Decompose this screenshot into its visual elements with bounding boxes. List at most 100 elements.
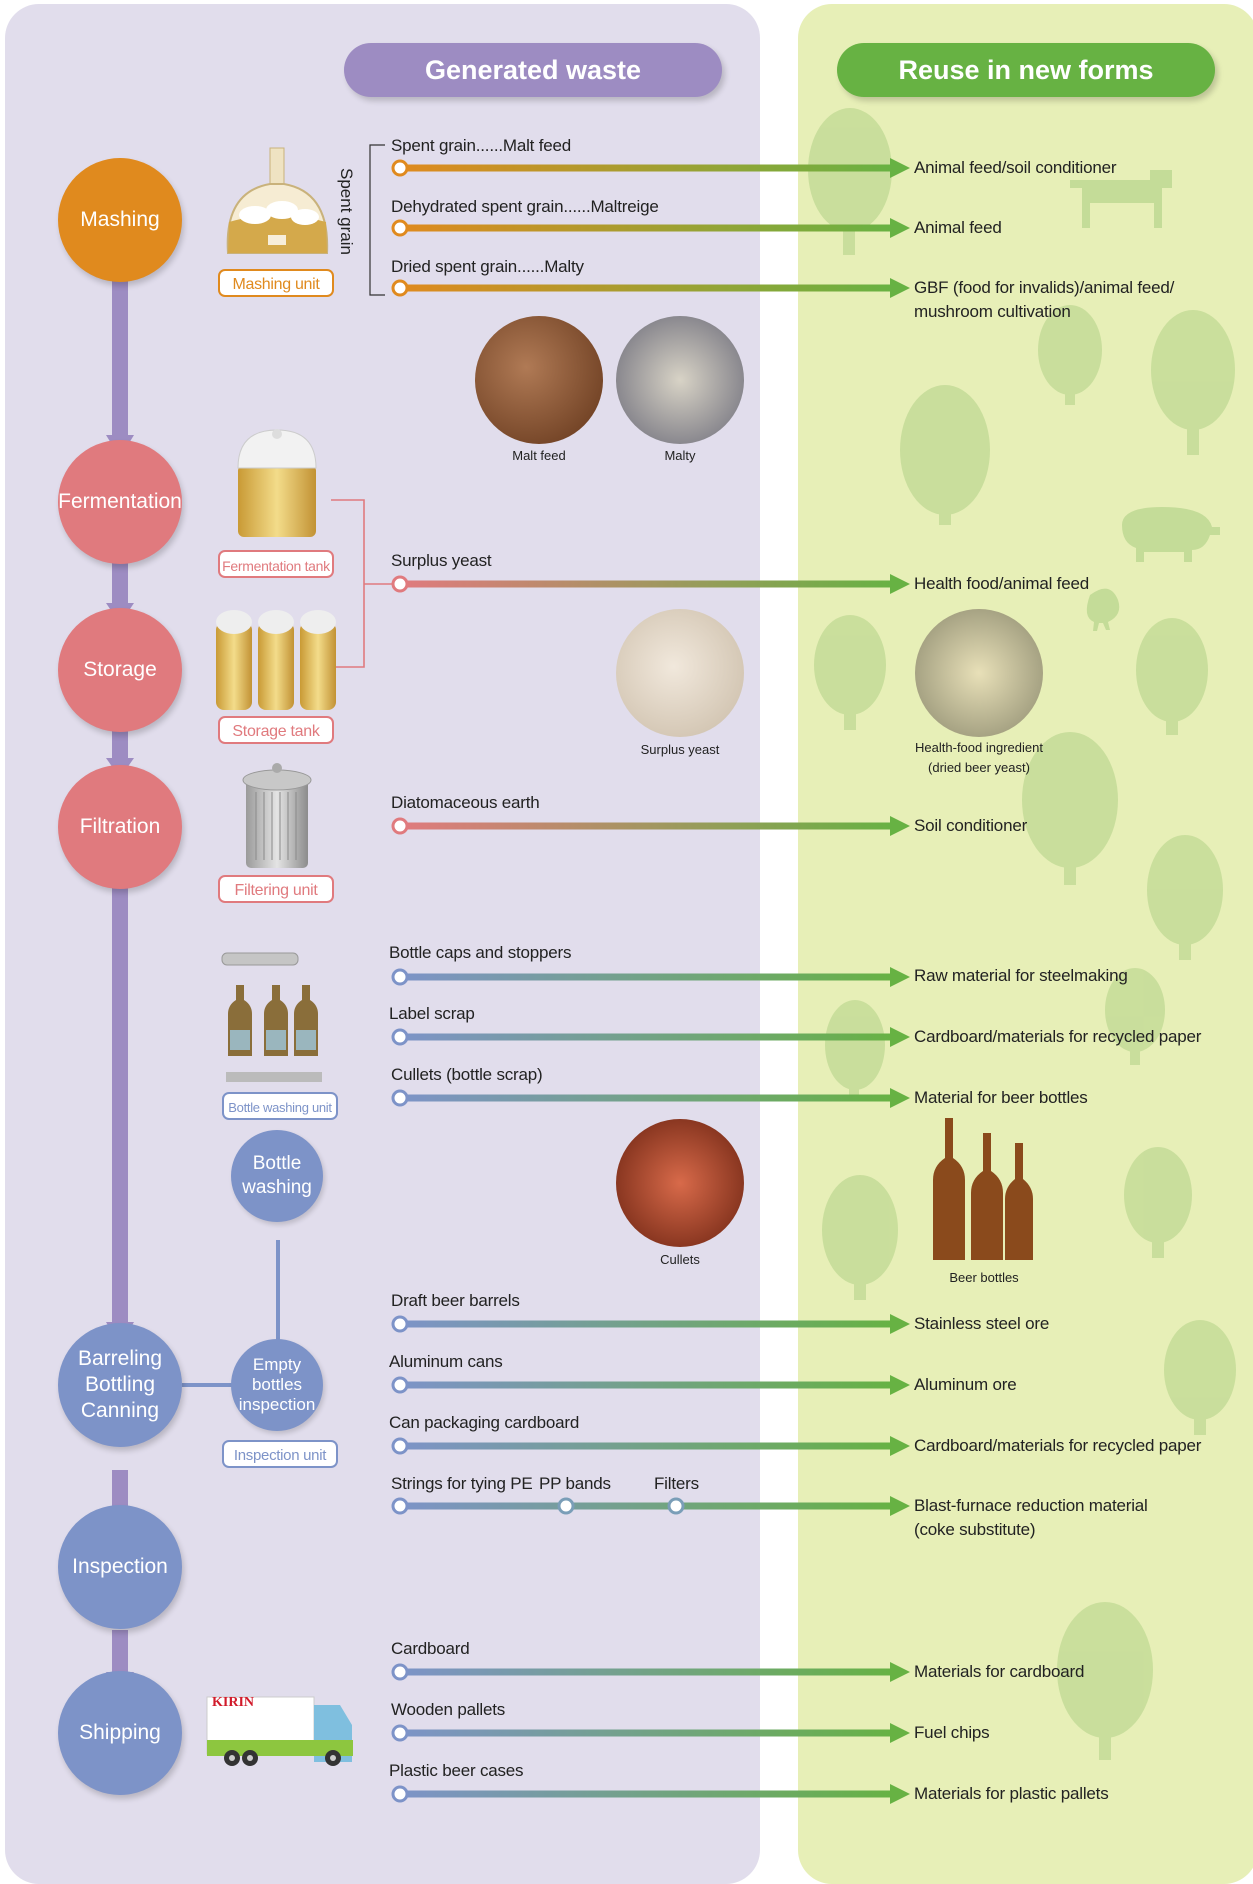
flow-start-dot <box>391 1376 409 1394</box>
caption-surplus-yeast: Surplus yeast <box>640 742 720 757</box>
reuse-materials-for-cardboard: Materials for cardboard <box>914 1662 1085 1681</box>
flow-arrow-line <box>400 580 895 588</box>
tree-decorations <box>808 108 1236 1760</box>
flow-arrow-line <box>400 224 895 232</box>
flow-arrow-head <box>890 574 910 594</box>
flow-arrow-head <box>890 967 910 987</box>
stage-shipping: Shipping <box>58 1671 182 1795</box>
health-food-photo <box>915 609 1043 737</box>
stage-filtration: Filtration <box>58 765 182 889</box>
flow-arrow-head <box>890 218 910 238</box>
beer-bottles-photo <box>933 1118 1033 1260</box>
flow-arrow-line <box>400 1094 895 1102</box>
flow-arrow-line <box>400 284 895 292</box>
stage-inspection: Inspection <box>58 1505 182 1629</box>
flow-start-dot <box>391 219 409 237</box>
flow-arrow-head <box>890 1784 910 1804</box>
waste-to-reuse-arrows <box>391 158 910 1804</box>
stage-storage: Storage <box>58 608 182 732</box>
flow-arrow-head <box>890 1436 910 1456</box>
kirin-truck-icon <box>206 1696 353 1766</box>
reuse-health-food: Health food/animal feed <box>914 574 1089 593</box>
unit-label-filtering: Filtering unit <box>218 875 334 903</box>
waste-cardboard: Cardboard <box>391 1639 470 1658</box>
flow-arrow-head <box>890 1723 910 1743</box>
reuse-aluminum-ore: Aluminum ore <box>914 1375 1017 1394</box>
flow-arrow-line <box>400 822 895 830</box>
spent-grain-label: Spent grain <box>337 168 356 255</box>
yeast-connector <box>331 499 400 668</box>
surplus-yeast-photo <box>616 609 744 737</box>
waste-cullets: Cullets (bottle scrap) <box>391 1065 543 1084</box>
reuse-recycled-paper-1: Cardboard/materials for recycled paper <box>914 1027 1202 1046</box>
flow-arrow-head <box>890 1662 910 1682</box>
waste-bottle-caps: Bottle caps and stoppers <box>389 943 572 962</box>
caption-cullets: Cullets <box>660 1252 700 1267</box>
reuse-gbf: GBF (food for invalids)/animal feed/ mus… <box>914 278 1175 321</box>
waste-can-packaging-cardboard: Can packaging cardboard <box>389 1413 580 1432</box>
waste-pp-bands: PP bands <box>539 1474 611 1493</box>
flow-start-dot <box>391 1497 409 1515</box>
flow-start-dot <box>391 575 409 593</box>
unit-label-storage-tank: Storage tank <box>218 716 334 744</box>
animal-decorations <box>1070 170 1220 631</box>
unit-label-bottle-washing: Bottle washing unit <box>222 1092 338 1120</box>
bottle-washing-unit-icon <box>221 952 322 1082</box>
flow-arrow-head <box>890 1314 910 1334</box>
reuse-header: Reuse in new forms <box>837 43 1215 97</box>
flow-arrow-line <box>400 1790 895 1798</box>
sub-stage-empty-bottles-inspection: Empty bottles inspection <box>231 1339 323 1431</box>
caption-beer-bottles: Beer bottles <box>949 1270 1019 1285</box>
waste-label-scrap: Label scrap <box>389 1004 475 1023</box>
unit-label-inspection: Inspection unit <box>222 1440 338 1468</box>
reuse-fuel-chips: Fuel chips <box>914 1723 990 1742</box>
flow-start-dot <box>391 817 409 835</box>
unit-label-mashing: Mashing unit <box>218 269 334 297</box>
waste-plastic-beer-cases: Plastic beer cases <box>389 1761 524 1780</box>
reuse-stainless-steel: Stainless steel ore <box>914 1314 1050 1333</box>
truck-brand-text: KIRIN <box>212 1695 255 1710</box>
flow-arrow-line <box>400 1502 895 1510</box>
malt-feed-photo <box>475 316 603 444</box>
flow-start-dot <box>391 1315 409 1333</box>
waste-dehydrated-spent-grain: Dehydrated spent grain......Maltreige <box>391 197 659 216</box>
waste-draft-beer-barrels: Draft beer barrels <box>391 1291 520 1310</box>
filtering-unit-icon <box>242 763 312 868</box>
waste-dried-spent-grain: Dried spent grain......Malty <box>391 257 584 276</box>
reuse-animal-feed-soil: Animal feed/soil conditioner <box>914 158 1117 177</box>
unit-label-fermentation-tank: Fermentation tank <box>218 550 334 578</box>
flow-arrow-line <box>400 1668 895 1676</box>
waste-diatomaceous-earth: Diatomaceous earth <box>391 793 540 812</box>
flow-arrow-line <box>400 973 895 981</box>
flow-arrow-head <box>890 1088 910 1108</box>
waste-spent-grain-malt-feed: Spent grain......Malt feed <box>391 136 572 155</box>
stage-barreling-bottling-canning: Barreling Bottling Canning <box>58 1323 182 1447</box>
flow-arrow-head <box>890 158 910 178</box>
flow-start-dot <box>391 1437 409 1455</box>
storage-tanks-icon <box>216 610 336 710</box>
reuse-blast-furnace: Blast-furnace reduction material (coke s… <box>914 1496 1148 1539</box>
reuse-animal-feed: Animal feed <box>914 218 1002 237</box>
reuse-plastic-pallets: Materials for plastic pallets <box>914 1784 1109 1803</box>
flow-start-dot <box>391 968 409 986</box>
cullets-photo <box>616 1119 744 1247</box>
waste-filters: Filters <box>654 1474 699 1493</box>
flow-arrow-line <box>400 1033 895 1041</box>
reuse-steelmaking: Raw material for steelmaking <box>914 966 1128 985</box>
generated-waste-header: Generated waste <box>344 43 722 97</box>
flow-start-dot <box>391 279 409 297</box>
caption-health-food: Health-food ingredient (dried beer yeast… <box>915 740 1043 775</box>
caption-malty: Malty <box>664 448 696 463</box>
flow-start-dot <box>391 159 409 177</box>
sub-stage-bottle-washing: Bottle washing <box>231 1130 323 1222</box>
flow-arrow-head <box>890 1496 910 1516</box>
malty-photo <box>616 316 744 444</box>
flow-start-dot <box>391 1663 409 1681</box>
flow-arrow-line <box>400 1442 895 1450</box>
flow-start-dot <box>391 1785 409 1803</box>
reuse-beer-bottles-material: Material for beer bottles <box>914 1088 1088 1107</box>
stage-fermentation: Fermentation <box>58 440 182 564</box>
reuse-recycled-paper-2: Cardboard/materials for recycled paper <box>914 1436 1202 1455</box>
flow-start-dot <box>391 1028 409 1046</box>
